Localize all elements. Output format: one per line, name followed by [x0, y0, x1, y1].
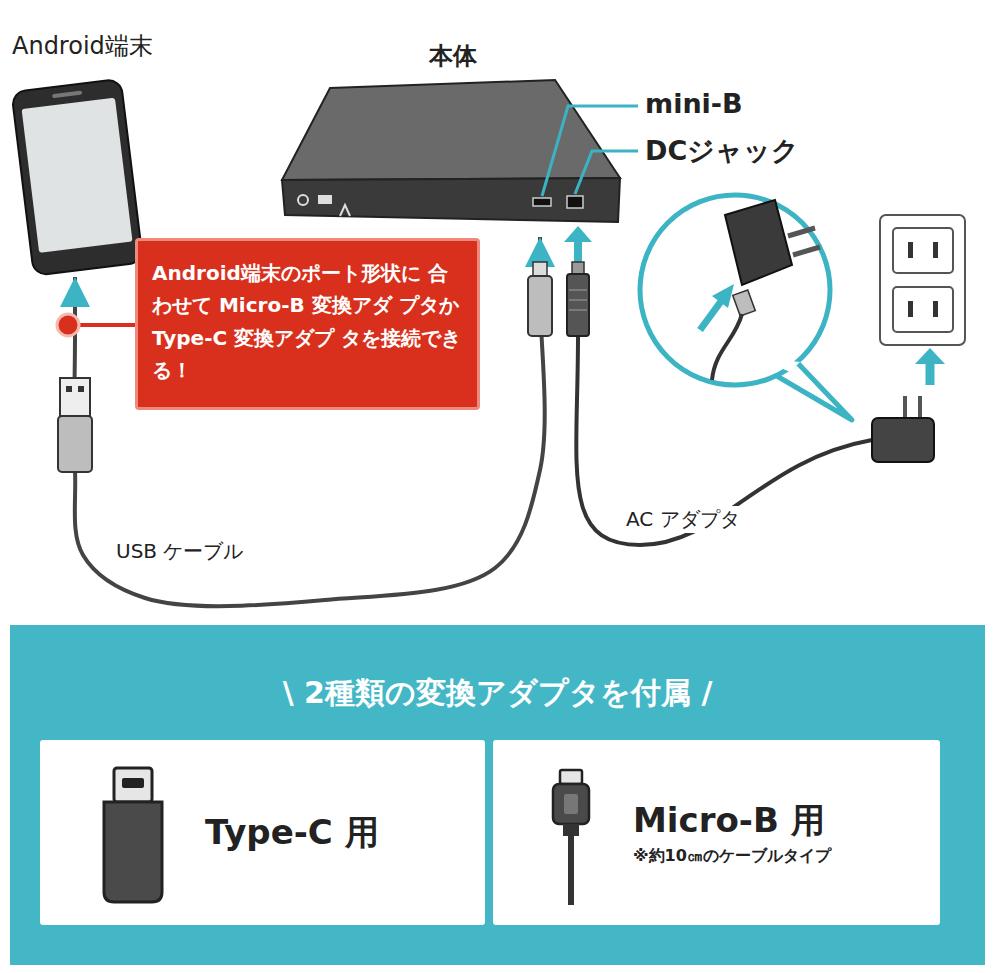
micro-b-cable-icon-part [568, 836, 574, 905]
plug-in-arrow-part [926, 362, 935, 385]
dc-plug-part [569, 299, 587, 301]
callout-leader-part [57, 314, 79, 336]
usb-a-plug [58, 378, 92, 472]
wall-outlet-part [933, 242, 938, 258]
wall-outlet-part [893, 287, 953, 332]
usb-a-plug-part [60, 378, 90, 416]
speech-bubble-part [772, 360, 800, 372]
type-c-adapter-icon-part [114, 768, 152, 802]
wall-outlet-part [933, 301, 938, 317]
micro-b-cable-icon-part [563, 824, 579, 836]
node-text: Micro-B 用 [633, 798, 940, 844]
node-text: 本体 [280, 40, 625, 72]
usb-a-plug-part [66, 386, 72, 392]
port-leader-part [542, 106, 638, 196]
android-phone-part-part [22, 98, 133, 253]
android-phone-part-part [11, 79, 143, 276]
adapter-box: Micro-B 用※約10㎝のケーブルタイプ [493, 740, 940, 925]
callout-leader [57, 314, 136, 336]
adapter-box: Type-C 用 [40, 740, 485, 925]
ac-adapter-closeup-part [712, 284, 734, 308]
wall-outlet-part [893, 228, 953, 273]
ac-adapter-closeup-part [712, 314, 742, 380]
usb-a-plug-part [78, 386, 84, 392]
dc-arrow [564, 226, 592, 262]
cable-label: USB ケーブル [112, 538, 247, 565]
plug-in-arrow [915, 348, 945, 385]
micro-b-cable-icon-part [564, 794, 578, 814]
port-leader [542, 106, 638, 196]
dc-plug-part [572, 262, 584, 274]
drive-body-part [533, 198, 551, 206]
ac-adapter-closeup-part [700, 300, 722, 330]
node-text: Android端末のポート形状に 合わせて Micro-B 変換アダ プタか T… [152, 257, 463, 387]
dc-arrow-part [564, 226, 592, 242]
dc-plug [567, 262, 589, 336]
drive-body-part [340, 205, 350, 216]
wall-outlet-part [880, 215, 965, 345]
android-phone-part [11, 79, 143, 276]
usb-a-plug-part [58, 416, 92, 472]
ac-adapter-closeup-part [733, 290, 756, 316]
micro-b-cable-icon-part [560, 770, 582, 784]
wall-outlet [880, 215, 965, 345]
drive-body-part [318, 195, 332, 204]
accessory-band: \ 2種類の変換アダプタを付属 /Type-C 用Micro-B 用※約10㎝の… [10, 625, 985, 965]
speech-bubble-part [640, 195, 830, 385]
drive-body-part [282, 178, 620, 222]
wall-outlet-part [908, 301, 913, 317]
mini-b-plug-part [528, 276, 552, 336]
micro-b-cable-icon [553, 770, 589, 905]
android-phone-part-part [52, 91, 82, 99]
dc-plug-part [569, 289, 587, 291]
drive-body [282, 80, 620, 222]
ac-adapter-closeup-part [793, 247, 820, 255]
usb-cable [74, 237, 545, 606]
dc-arrow-part [574, 240, 582, 262]
ac-adapter-part [918, 396, 922, 418]
android-phone [11, 79, 143, 276]
port-label: DCジャック [645, 133, 799, 169]
node-text: \ 2種類の変換アダプタを付属 / [10, 673, 985, 714]
port-label: mini-B [645, 88, 743, 119]
cable-label: AC アダプタ [622, 506, 744, 533]
type-c-adapter-icon [104, 768, 162, 902]
wall-outlet-part [908, 242, 913, 258]
drive-label-box: 本体 [280, 40, 625, 235]
drive-body-part [567, 196, 583, 208]
type-c-adapter-icon-part [104, 802, 162, 902]
node-text: Type-C 用 [205, 810, 485, 856]
dc-plug-part [569, 309, 587, 311]
speech-bubble-part [770, 355, 852, 420]
ac-adapter-part [903, 396, 907, 418]
ac-adapter-closeup-part [725, 200, 792, 285]
plug-in-arrow-part [915, 348, 945, 364]
ac-adapter-closeup-part [788, 228, 815, 236]
port-leader-part [575, 151, 638, 194]
node-text: Android端末 [10, 30, 195, 62]
ac-adapter [872, 396, 934, 462]
type-c-adapter-icon-part [122, 778, 144, 788]
node-note: ※約10㎝のケーブルタイプ [633, 846, 940, 867]
mini-b-plug [528, 262, 552, 336]
drive-body-part [282, 80, 620, 180]
callout-box: Android端末のポート形状に 合わせて Micro-B 変換アダ プタか T… [135, 238, 480, 410]
speech-bubble [640, 195, 852, 420]
ac-adapter-closeup [700, 200, 820, 380]
ac-adapter-part [872, 418, 934, 462]
dc-plug-part [567, 274, 589, 336]
drive-body-part [298, 195, 308, 205]
micro-b-cable-icon-part [553, 784, 589, 824]
mini-b-plug-part [533, 262, 547, 276]
